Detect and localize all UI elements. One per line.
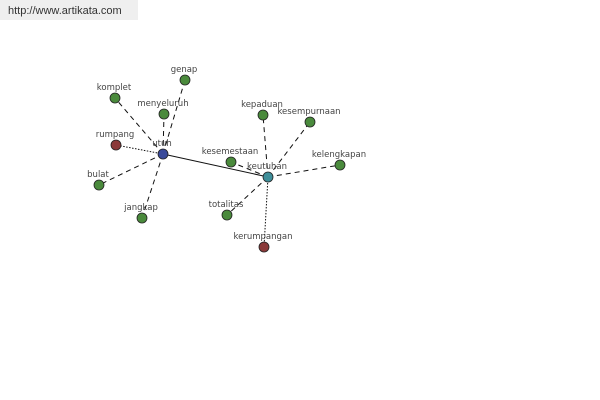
edge-utuh-jangkap — [141, 153, 164, 219]
edge-keutuhan-kepaduan — [262, 114, 269, 178]
node-kesempurnaan[interactable] — [304, 116, 316, 128]
node-label-genap[interactable]: genap — [171, 65, 198, 75]
node-label-kesemestaan[interactable]: kesemestaan — [202, 147, 259, 157]
node-totalitas[interactable] — [221, 209, 233, 221]
node-label-jangkap[interactable]: jangkap — [123, 203, 158, 213]
node-bulat[interactable] — [93, 179, 105, 191]
node-kepaduan[interactable] — [257, 109, 269, 121]
node-label-kepaduan[interactable]: kepaduan — [241, 100, 283, 110]
node-jangkap[interactable] — [136, 212, 148, 224]
edge-keutuhan-kelengkapan — [267, 164, 341, 178]
edge-utuh-komplet — [114, 97, 164, 155]
node-label-utuh[interactable]: utuh — [152, 139, 172, 149]
node-label-kelengkapan[interactable]: kelengkapan — [312, 150, 366, 160]
node-label-rumpang[interactable]: rumpang — [96, 130, 135, 140]
edge-utuh-rumpang — [115, 144, 164, 155]
node-label-bulat[interactable]: bulat — [87, 170, 109, 180]
edge-utuh-bulat — [98, 153, 164, 186]
node-menyeluruh[interactable] — [158, 108, 170, 120]
edge-keutuhan-totalitas — [226, 176, 269, 216]
node-komplet[interactable] — [109, 92, 121, 104]
node-label-komplet[interactable]: komplet — [97, 83, 132, 93]
edge-keutuhan-kerumpangan — [263, 176, 269, 248]
node-utuh[interactable] — [157, 148, 169, 160]
edge-keutuhan-kesemestaan — [230, 161, 269, 178]
node-label-kerumpangan[interactable]: kerumpangan — [234, 232, 293, 242]
node-genap[interactable] — [179, 74, 191, 86]
edge-utuh-menyeluruh — [162, 113, 165, 155]
edge-utuh-keutuhan — [162, 153, 269, 178]
watermark-url[interactable]: http://www.artikata.com — [0, 0, 138, 20]
node-label-menyeluruh[interactable]: menyeluruh — [137, 99, 188, 109]
node-label-keutuhan[interactable]: keutuhan — [247, 162, 287, 172]
edge-utuh-genap — [162, 79, 186, 155]
node-kesemestaan[interactable] — [225, 156, 237, 168]
node-label-totalitas[interactable]: totalitas — [209, 200, 244, 210]
node-kelengkapan[interactable] — [334, 159, 346, 171]
edge-keutuhan-kesempurnaan — [267, 121, 311, 178]
node-kerumpangan[interactable] — [258, 241, 270, 253]
node-label-kesempurnaan[interactable]: kesempurnaan — [277, 107, 340, 117]
node-keutuhan[interactable] — [262, 171, 274, 183]
node-rumpang[interactable] — [110, 139, 122, 151]
